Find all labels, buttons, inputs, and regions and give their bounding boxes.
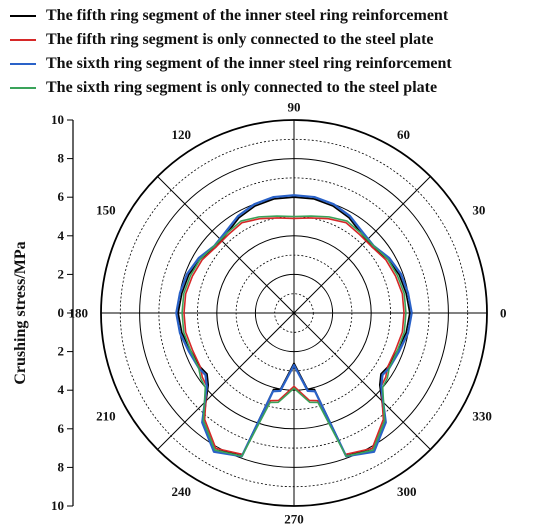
radial-tick-label: 6 <box>58 189 65 204</box>
angle-tick-label: 150 <box>96 203 116 218</box>
angle-tick-label: 90 <box>288 100 301 115</box>
legend-label: The fifth ring segment is only connected… <box>46 31 434 48</box>
series-line-2 <box>183 217 405 456</box>
legend-item-4: The sixth ring segment is only connected… <box>10 76 452 100</box>
radial-tick-label: 10 <box>51 498 64 513</box>
legend-label: The sixth ring segment of the inner stee… <box>46 55 452 72</box>
angle-tick-label: 60 <box>397 127 410 142</box>
legend-swatch <box>10 39 36 41</box>
grid-spoke-135 <box>157 176 431 450</box>
radial-tick-label: 4 <box>58 228 65 243</box>
legend-label: The sixth ring segment is only connected… <box>46 79 438 96</box>
legend: The fifth ring segment of the inner stee… <box>10 4 452 100</box>
y-axis-label: Crushing stress/MPa <box>12 241 29 384</box>
outer-ring <box>100 119 488 507</box>
radial-tick-label: 6 <box>58 421 65 436</box>
radial-axis: 10 8 6 4 2 0 2 4 6 8 10 <box>51 112 74 513</box>
angle-tick-label: 300 <box>397 484 417 499</box>
radial-tick-label: 8 <box>58 151 65 166</box>
angle-tick-label: 180 <box>69 306 89 321</box>
angle-tick-label: 330 <box>472 409 492 424</box>
legend-swatch <box>10 15 36 17</box>
polar-grid <box>101 120 487 506</box>
series-layer <box>100 119 488 507</box>
legend-label: The fifth ring segment of the inner stee… <box>46 7 449 24</box>
legend-item-1: The fifth ring segment of the inner stee… <box>10 4 452 28</box>
radial-tick-label: 8 <box>58 459 65 474</box>
angle-tick-label: 120 <box>172 127 192 142</box>
radial-tick-label: 2 <box>58 266 65 281</box>
angle-tick-label: 30 <box>472 203 485 218</box>
angle-tick-label: 0 <box>500 306 507 321</box>
angle-tick-label: 270 <box>284 512 304 527</box>
radial-tick-label: 2 <box>58 344 65 359</box>
series-line-4 <box>181 215 407 458</box>
legend-swatch <box>10 63 36 65</box>
angle-tick-label: 240 <box>172 484 192 499</box>
legend-item-2: The fifth ring segment is only connected… <box>10 28 452 52</box>
legend-item-3: The sixth ring segment of the inner stee… <box>10 52 452 76</box>
radial-tick-label: 4 <box>58 382 65 397</box>
legend-swatch <box>10 87 36 89</box>
radial-tick-label: 10 <box>51 112 64 127</box>
angle-tick-label: 210 <box>96 409 116 424</box>
series-line-3 <box>175 194 413 458</box>
radial-tick-label: 0 <box>58 305 65 320</box>
angle-labels: 0 30 60 90 120 150 180 210 240 270 300 330 <box>69 100 507 527</box>
